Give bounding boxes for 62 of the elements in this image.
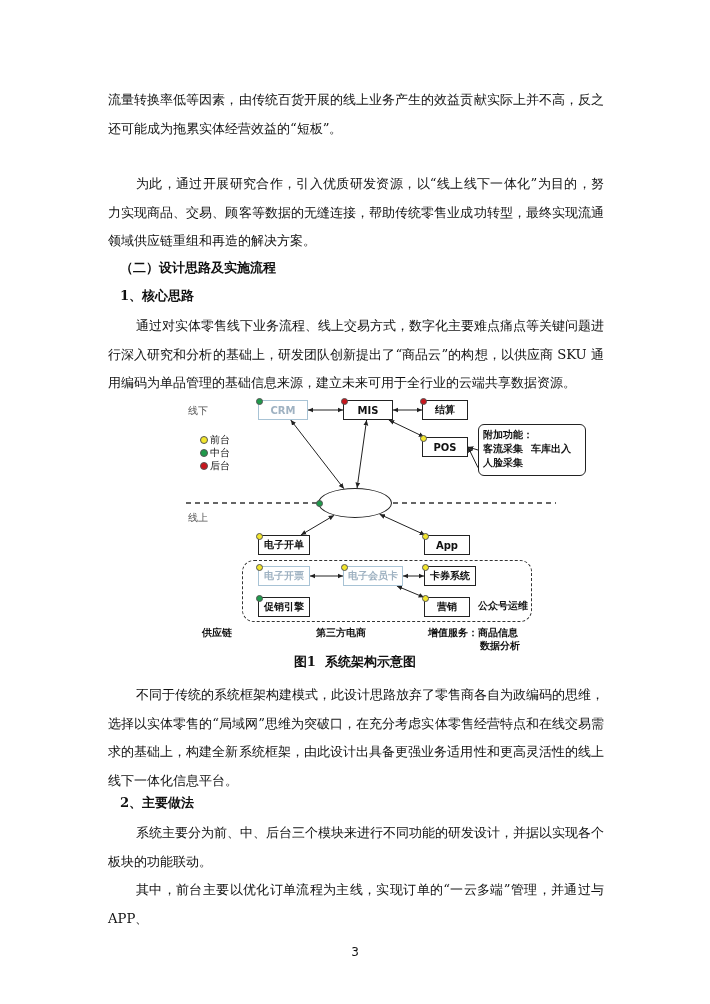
paragraph: 为此，通过开展研究合作，引入优质研发资源，以“线上线下一体化”为目的，努力实现商品、交易、顾客等数据的无缝连接，帮助传统零售业成功转型，最终实现流通领域供应链重组和再造的解决方案。 <box>108 175 604 251</box>
node-label: 卡券系统 <box>429 568 470 583</box>
arrow <box>467 446 479 469</box>
node-label: 电子开单 <box>264 538 304 552</box>
subsection-heading: 2、主要做法 <box>120 794 196 812</box>
region-label: 线下 <box>188 404 209 417</box>
module-box <box>423 565 476 586</box>
region-label: 线上 <box>188 511 209 524</box>
note-item: 客流采集 <box>483 443 523 454</box>
system-box <box>422 437 468 457</box>
diagram-note: 供应链 <box>202 626 233 639</box>
module-box <box>342 565 403 586</box>
section-heading: （二）设计思路及实施流程 <box>120 259 277 277</box>
arrow <box>290 419 345 490</box>
arrow <box>392 407 423 413</box>
paragraph: 流量转换率低等因素，由传统百货开展的线上业务产生的效益贡献实际上并不高，反之还可能成为拖累实体经营效益的“短板”。 <box>108 91 604 138</box>
legend-label: 前台 <box>210 434 230 446</box>
arrow <box>388 419 425 438</box>
system-box <box>258 535 310 555</box>
node-label: CRM <box>270 404 296 416</box>
arrow <box>300 514 335 536</box>
system-box <box>424 535 470 555</box>
module-box <box>257 565 310 586</box>
node-label: 电子开票 <box>263 568 304 583</box>
note-heading: 附加功能： <box>483 428 534 442</box>
dashed-group <box>242 560 532 622</box>
page-number: 3 <box>350 945 360 960</box>
node-label: App <box>435 539 459 551</box>
arrow <box>467 446 479 451</box>
note-item: 人脸采集 <box>483 456 524 470</box>
arrow <box>309 573 344 579</box>
diagram-note: 增值服务：商品信息 <box>428 626 519 639</box>
node-label: 营销 <box>436 599 457 614</box>
node-label: 结算 <box>435 403 455 417</box>
arrow <box>402 573 425 579</box>
module-box <box>423 596 470 617</box>
legend-label: 后台 <box>210 460 230 472</box>
figure-caption: 图1 系统架构示意图 <box>292 653 418 671</box>
system-box <box>258 400 308 420</box>
arrow <box>379 513 426 536</box>
system-box <box>422 400 468 420</box>
diagram-note: 第三方电商 <box>316 626 367 639</box>
paragraph: 通过对实体零售线下业务流程、线上交易方式，数字化主要难点痛点等关键问题进行深入研究和分析的基础上，研发团队创新提出了“商品云”的构想，以供应商 SKU 通用编码为单品管理的基础信息来源，建立未来可用于全行业的云端共享数据资源。 <box>108 317 604 393</box>
arrow <box>355 419 369 489</box>
diagram-note: 数据分析 <box>480 639 521 652</box>
module-box <box>257 596 310 617</box>
subsection-heading: 1、核心思路 <box>120 287 196 305</box>
note-item: 车库出入 <box>531 443 571 454</box>
paragraph: 不同于传统的系统框架构建模式，此设计思路放弃了零售商各自为政编码的思维，选择以实体零售的“局域网”思维为突破口，在充分考虑实体零售经营特点和在线交易需求的基础上，构建全新系统框架，由此设计出具备更强业务适用性和更高灵活性的线上线下一体化信息平台。 <box>108 686 604 790</box>
paragraph: 其中，前台主要以优化订单流程为主线，实现订单的“一云多端”管理，并通过与 APP、 <box>108 881 604 928</box>
ellipse-node <box>318 488 392 518</box>
node-label: 电子会员卡 <box>347 568 398 583</box>
node-label: MIS <box>357 404 379 416</box>
system-box <box>343 400 393 420</box>
group-label: 公众号运维 <box>478 599 528 613</box>
paragraph: 系统主要分为前、中、后台三个模块来进行不同功能的研发设计，并据以实现各个板块的功能联动。 <box>108 824 604 871</box>
arrow <box>396 585 425 598</box>
note-box <box>478 424 586 476</box>
legend-label: 中台 <box>210 447 230 459</box>
arrow <box>307 407 344 413</box>
node-label: 促销引擎 <box>263 599 304 614</box>
node-label: POS <box>433 441 457 453</box>
